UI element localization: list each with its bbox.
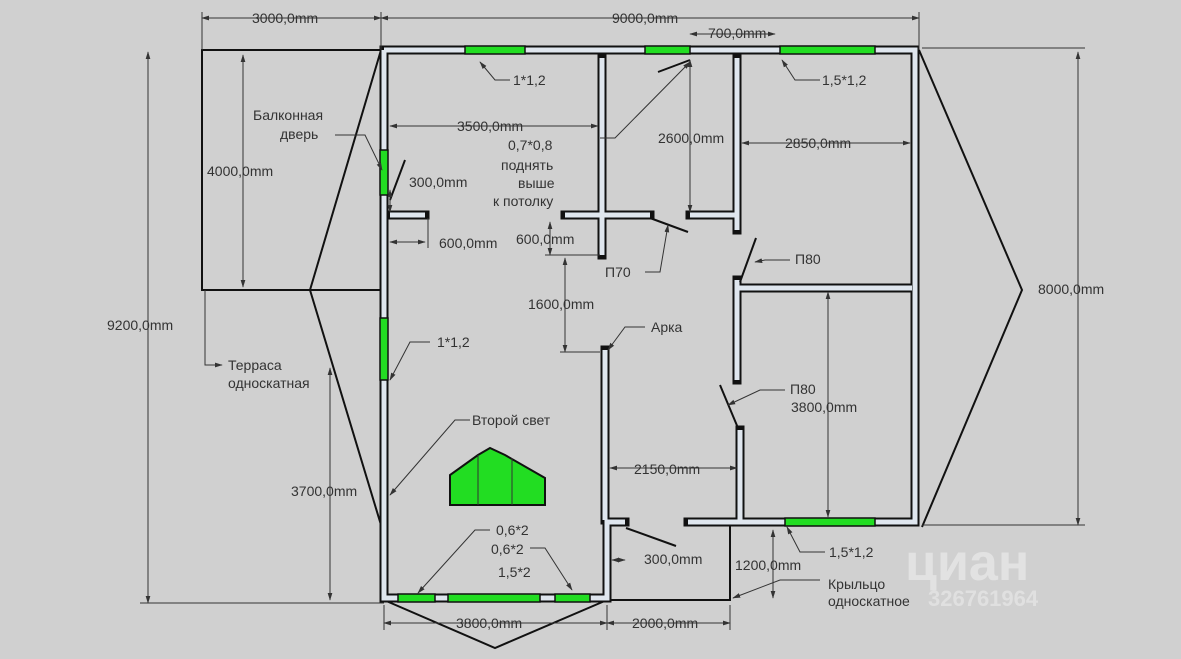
plan-label: 1*1,2 bbox=[437, 334, 470, 350]
plan-label: П80 bbox=[795, 251, 821, 267]
watermark: циан 326761964 bbox=[905, 534, 1039, 611]
window-bottom-b bbox=[554, 593, 591, 603]
plan-stroke bbox=[479, 61, 510, 81]
plan-label: 1,5*2 bbox=[498, 564, 531, 580]
plan-label: 1,5*1,2 bbox=[829, 544, 874, 560]
plan-label: 8000,0mm bbox=[1038, 281, 1104, 297]
annotation-labels: 1*1,2 1,5*1,2 0,7*0,8 поднять выше к пот… bbox=[228, 72, 910, 609]
plan-stroke bbox=[600, 61, 691, 139]
plan-label: 9200,0mm bbox=[107, 317, 173, 333]
plan-label: 1*1,2 bbox=[513, 72, 546, 88]
plan-label: к потолку bbox=[493, 193, 553, 209]
porch-outline bbox=[607, 522, 731, 601]
plan-label: 0,7*0,8 bbox=[508, 137, 553, 153]
plan-stroke bbox=[381, 47, 918, 601]
plan-label: 9000,0mm bbox=[612, 10, 678, 26]
plan-label: 0,6*2 bbox=[496, 522, 529, 538]
plan-label: 4000,0mm bbox=[207, 163, 273, 179]
door-p80-top-leaf bbox=[739, 237, 757, 283]
plan-stroke bbox=[607, 326, 645, 351]
plan-stroke bbox=[389, 341, 430, 381]
plan-label: 1600,0mm bbox=[528, 296, 594, 312]
plan-stroke bbox=[727, 389, 785, 406]
window-top-right bbox=[779, 45, 876, 55]
plan-label: Терраса bbox=[228, 357, 282, 373]
window-top-small bbox=[644, 45, 691, 55]
plan-label: 3800,0mm bbox=[456, 615, 522, 631]
plan-label: 2150,0mm bbox=[634, 461, 700, 477]
dimension-lines bbox=[140, 12, 1085, 630]
plan-stroke bbox=[204, 290, 223, 368]
plan-stroke bbox=[449, 446, 546, 506]
plan-stroke bbox=[417, 529, 490, 594]
window-bottom-a bbox=[397, 593, 436, 603]
plan-label: поднять bbox=[501, 157, 553, 173]
window-top-left bbox=[464, 45, 526, 55]
plan-label: Арка bbox=[651, 319, 683, 335]
plan-stroke bbox=[389, 419, 470, 496]
plan-label: 3000,0mm bbox=[252, 10, 318, 26]
plan-label: 300,0mm bbox=[644, 551, 702, 567]
plan-stroke bbox=[786, 526, 825, 553]
plan-label: 2600,0mm bbox=[658, 130, 724, 146]
plan-label: Второй свет bbox=[472, 412, 551, 428]
plan-label: 2000,0mm bbox=[632, 615, 698, 631]
walls bbox=[379, 45, 920, 603]
window-bottom-right bbox=[784, 517, 876, 527]
balcony-door-window bbox=[379, 149, 389, 196]
entrance-door-leaf bbox=[625, 527, 677, 547]
second-light-icon bbox=[449, 446, 546, 506]
plan-label: односкатная bbox=[228, 375, 310, 391]
plan-stroke bbox=[781, 59, 820, 81]
plan-label: П80 bbox=[790, 381, 816, 397]
plan-label: Балконная bbox=[253, 107, 323, 123]
door-p70-leaf bbox=[649, 217, 689, 233]
plan-label: П70 bbox=[605, 264, 631, 280]
plan-stroke bbox=[732, 579, 820, 599]
roof-outline bbox=[201, 49, 1024, 650]
plan-label: 1,5*1,2 bbox=[822, 72, 867, 88]
plan-label: 3800,0mm bbox=[791, 399, 857, 415]
plan-label: дверь bbox=[280, 126, 318, 142]
plan-stroke bbox=[754, 258, 790, 263]
window-bottom-c bbox=[447, 593, 541, 603]
small-window-mark bbox=[657, 59, 691, 73]
window-left bbox=[379, 317, 389, 381]
plan-label: 1200,0mm bbox=[735, 557, 801, 573]
plan-label: циан bbox=[905, 534, 1029, 592]
plan-label: 0,6*2 bbox=[491, 541, 524, 557]
doors bbox=[389, 59, 757, 547]
right-gable-line bbox=[918, 49, 1024, 528]
plan-label: выше bbox=[518, 175, 555, 191]
plan-stroke bbox=[645, 224, 670, 273]
windows bbox=[379, 45, 876, 603]
plan-label: 2850,0mm bbox=[785, 135, 851, 151]
plan-label: 3700,0mm bbox=[291, 483, 357, 499]
plan-stroke bbox=[335, 134, 383, 171]
plan-label: 326761964 bbox=[928, 586, 1039, 611]
plan-label: 700,0mm bbox=[708, 25, 766, 41]
plan-label: 600,0mm bbox=[516, 231, 574, 247]
balcony-door-leaf bbox=[389, 159, 406, 201]
plan-stroke bbox=[530, 547, 573, 591]
plan-label: 300,0mm bbox=[409, 174, 467, 190]
plan-label: 3500,0mm bbox=[457, 118, 523, 134]
plan-label: Крыльцо bbox=[828, 576, 885, 592]
dimension-labels: 3000,0mm 9000,0mm 700,0mm 3500,0mm 2600,… bbox=[107, 10, 1104, 631]
plan-label: 600,0mm bbox=[439, 235, 497, 251]
leader-lines bbox=[204, 59, 825, 599]
plan-label: односкатное bbox=[828, 593, 910, 609]
bottom-gable-line bbox=[383, 599, 608, 650]
door-p80-bottom-leaf bbox=[719, 384, 739, 429]
